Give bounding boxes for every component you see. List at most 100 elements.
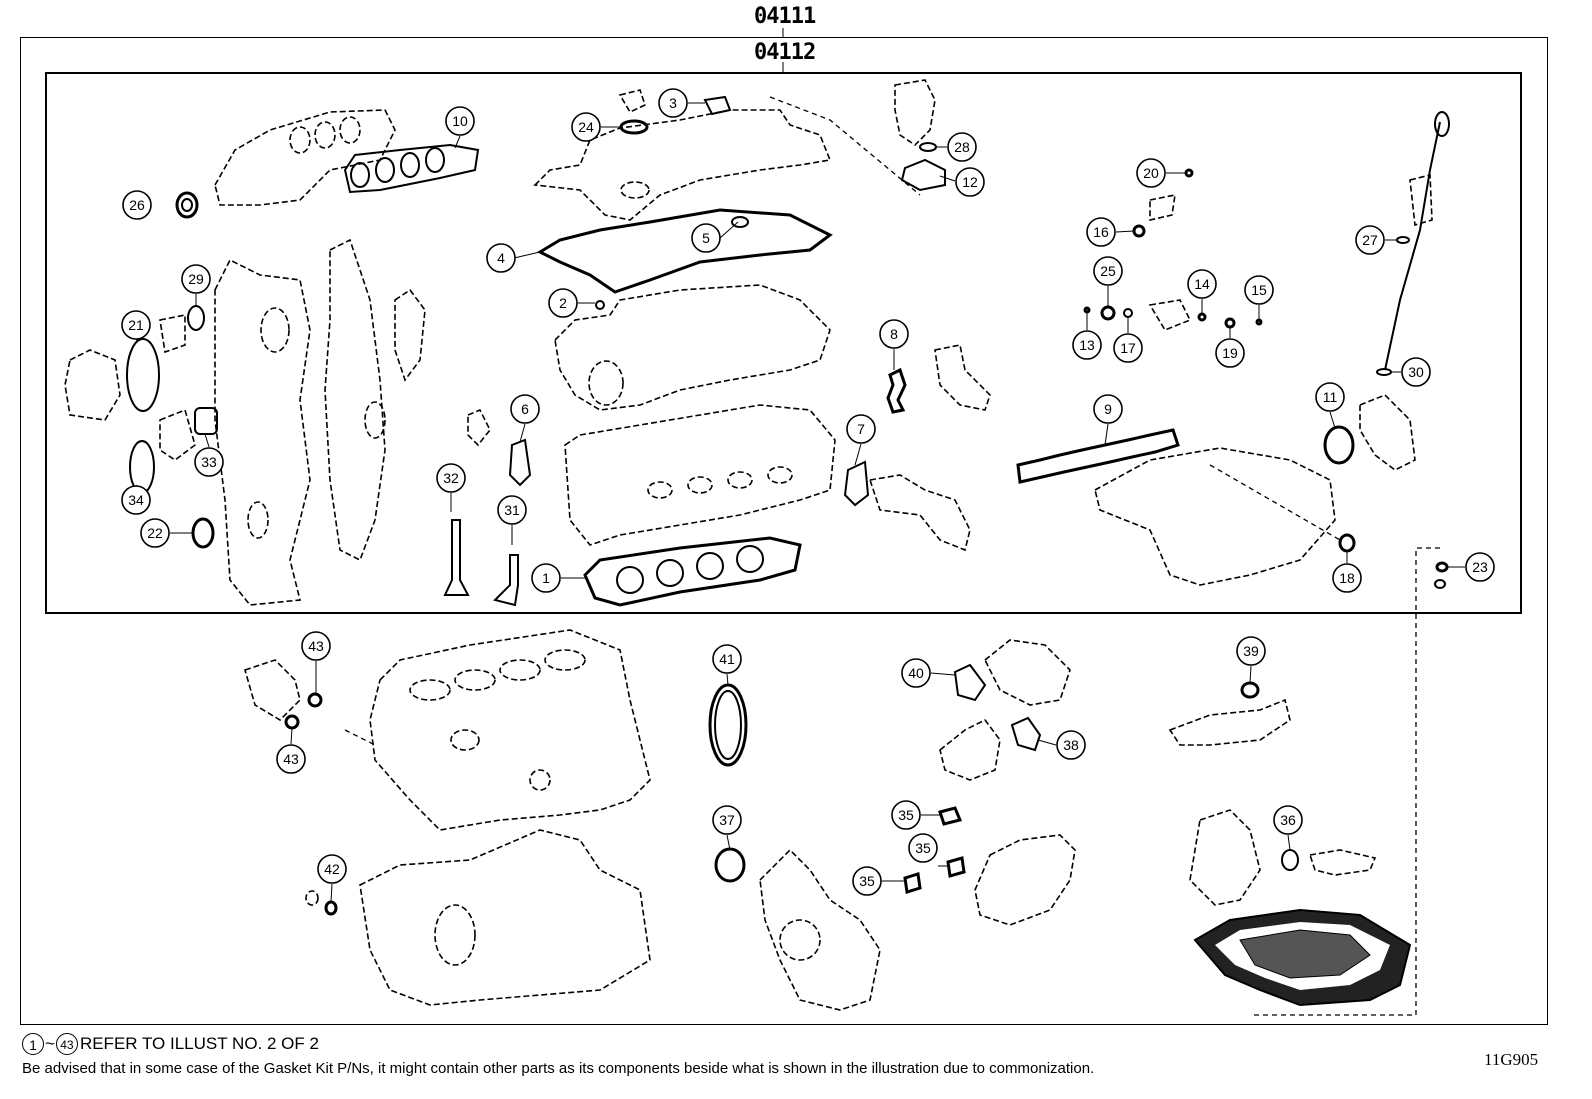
water-inlet-housing [974,834,1076,926]
svg-text:23: 23 [1472,559,1488,575]
svg-text:17: 17 [1120,340,1136,356]
callout-33: 33 [194,447,224,477]
gasket-11 [1323,425,1355,465]
callout-4: 4 [486,243,516,273]
svg-text:30: 30 [1408,364,1424,380]
callout-2: 2 [548,288,578,318]
drawing-number: 11G905 [1484,1050,1539,1069]
outer-kit-frame [20,37,1548,1025]
callout-27: 27 [1355,225,1385,255]
valve-31 [493,554,519,607]
o-ring-36 [1281,849,1299,871]
callout-29: 29 [181,264,211,294]
lower-crankcase [359,829,651,1006]
svg-text:42: 42 [324,861,340,877]
svg-text:41: 41 [719,651,735,667]
svg-text:21: 21 [128,317,144,333]
gasket-33 [194,407,218,435]
inner-kit-frame [45,72,1522,614]
callout-22: 22 [140,518,170,548]
gasket-7 [843,460,870,507]
exhaust-gasket-ports [289,116,361,154]
o-ring-21 [126,338,160,412]
svg-text:11: 11 [1323,389,1338,405]
callout-40: 40 [901,658,931,688]
callout-12: 12 [955,167,985,197]
svg-text:24: 24 [578,119,594,135]
callout-17: 17 [1113,333,1143,363]
callout-6: 6 [510,394,540,424]
svg-text:36: 36 [1280,812,1296,828]
callout-43-upper: 43 [301,631,331,661]
gasket-12 [900,158,946,192]
timing-chain-guide [324,238,386,562]
cylinder-head [564,404,836,546]
svg-text:2: 2 [559,295,567,311]
seal-23 [1435,561,1449,573]
exhaust-manifold-outline [214,109,396,206]
callout-36: 36 [1273,805,1303,835]
callout-34: 34 [121,485,151,515]
callout-19: 19 [1215,338,1245,368]
gasket-6 [508,438,532,487]
gasket-35-left [903,872,922,894]
callout-42: 42 [317,854,347,884]
svg-text:25: 25 [1100,263,1116,279]
callout-35-left: 35 [852,866,882,896]
range-start-callout: 1 [22,1033,44,1055]
callout-24: 24 [571,112,601,142]
svg-text:28: 28 [954,139,970,155]
oil-filler-cap [703,95,732,116]
leader-lines [135,102,1465,903]
callout-7: 7 [846,414,876,444]
reference-text: REFER TO ILLUST NO. 2 OF 2 [79,1034,319,1053]
svg-text:22: 22 [147,525,163,541]
callout-39: 39 [1236,636,1266,666]
gasket-8 [886,367,907,414]
gasket-40 [953,663,987,702]
gasket-35-top [938,806,963,826]
svg-text:18: 18 [1339,570,1355,586]
o-ring-29 [187,305,205,331]
svg-text:4: 4 [497,250,505,266]
kit-number-outer: 04111 [754,4,816,29]
svg-text:13: 13 [1079,337,1095,353]
svg-text:6: 6 [521,401,529,417]
callout-13: 13 [1072,330,1102,360]
svg-text:16: 16 [1093,224,1109,240]
callout-43-lower: 43 [276,744,306,774]
callout-23: 23 [1465,552,1495,582]
gasket-37 [714,847,746,883]
svg-text:1: 1 [542,570,550,586]
callout-21: 21 [121,310,151,340]
water-outlet [868,474,971,552]
svg-text:32: 32 [443,470,459,486]
callout-31: 31 [497,495,527,525]
callout-28: 28 [947,132,977,162]
svg-text:26: 26 [129,197,145,213]
callout-25: 25 [1093,256,1123,286]
callout-3: 3 [658,88,688,118]
intake-manifold [1094,447,1336,586]
cylinder-head-gasket [583,536,802,607]
callout-5: 5 [691,223,721,253]
svg-text:31: 31 [504,502,520,518]
svg-text:10: 10 [452,113,468,129]
svg-text:35: 35 [898,807,914,823]
svg-text:8: 8 [890,326,898,342]
oil-level-dipstick [1384,121,1441,371]
svg-text:19: 19 [1222,345,1238,361]
svg-text:43: 43 [283,751,299,767]
timing-chain-cover [214,258,311,606]
svg-text:15: 15 [1251,282,1267,298]
exhaust-manifold-gasket [343,143,480,194]
svg-text:3: 3 [669,95,677,111]
callout-35-top: 35 [891,800,921,830]
camshaft-housing [554,284,831,411]
valve-32 [443,519,470,596]
plug-43-upper [307,692,323,708]
svg-text:29: 29 [188,271,204,287]
svg-text:20: 20 [1143,165,1159,181]
svg-text:9: 9 [1104,401,1112,417]
